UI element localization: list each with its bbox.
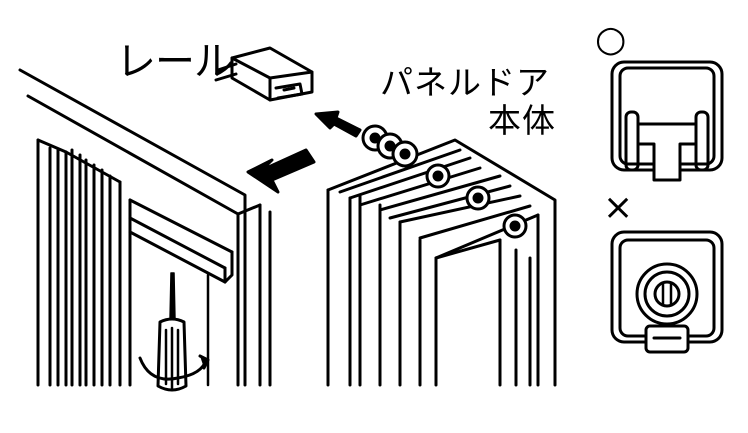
rail-label: レール [116,39,234,85]
hanger-correct-icon [610,60,724,182]
arrow-icon [314,110,362,138]
panel-door-body [326,138,557,387]
hanger-wrong-icon [610,230,724,354]
panel-door-label: パネルドア [380,63,550,102]
wrong-mark: × [603,187,634,228]
door-frame [18,68,272,387]
screwdriver-icon [156,272,188,392]
rotation-arrow-icon [138,354,210,381]
rail-icon [214,46,314,102]
panel-door-body-label: 本体 [488,101,556,140]
roller-icon [361,124,528,239]
correct-mark: ○ [595,19,627,60]
arrow-icon [246,148,316,194]
